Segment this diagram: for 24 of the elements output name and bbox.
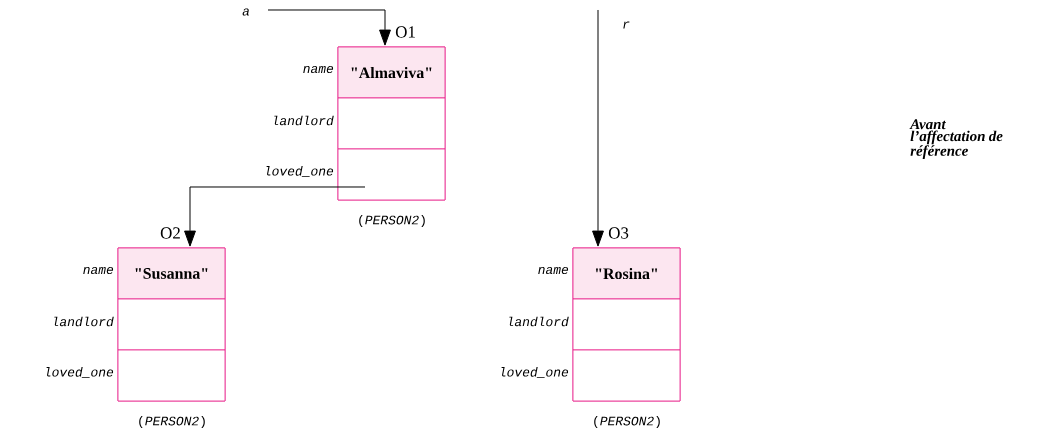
- edge-label: r: [621, 20, 631, 30]
- field-name: landlord: [54, 316, 114, 327]
- field-cell: "Susanna": [117, 247, 226, 300]
- field-name: landlord: [509, 316, 569, 327]
- class-label: (PERSON2): [594, 415, 660, 429]
- arrow: [592, 9, 604, 247]
- field-name: name: [83, 266, 114, 275]
- field-name: name: [303, 65, 334, 74]
- class-label: (PERSON2): [359, 214, 425, 228]
- edge-label: a: [241, 7, 251, 17]
- object-label: O2: [160, 227, 180, 239]
- field-name: loved_one: [266, 166, 334, 177]
- field-name: landlord: [274, 115, 334, 126]
- field-cell: "Almaviva": [337, 46, 446, 99]
- field-name: name: [538, 266, 569, 275]
- field-name: loved_one: [501, 367, 569, 378]
- arrow: [267, 9, 391, 46]
- note-text: Avant l’affectation de référence: [909, 119, 1003, 159]
- field-name: loved_one: [46, 367, 114, 378]
- object-label: O3: [608, 227, 629, 239]
- class-label: (PERSON2): [139, 415, 205, 429]
- object-label: O1: [395, 26, 415, 38]
- field-cell: "Rosina": [572, 247, 681, 300]
- arrow: [184, 186, 366, 247]
